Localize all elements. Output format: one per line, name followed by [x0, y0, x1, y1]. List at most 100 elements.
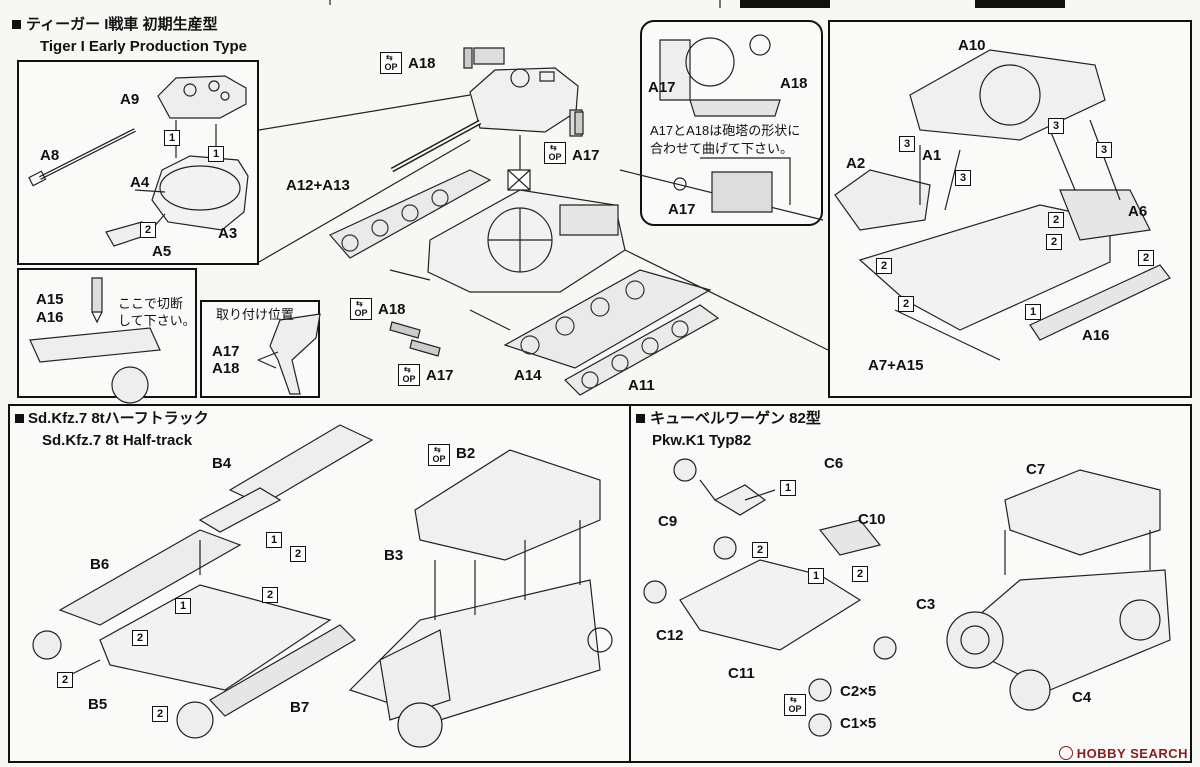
label-a10: A10 [958, 37, 986, 54]
cut-detail-drawing [30, 278, 160, 403]
halftrack-title-en: Sd.Kfz.7 8t Half-track [42, 432, 193, 449]
label-a16: A16 [36, 309, 64, 326]
step-2-marker: 2 [290, 546, 306, 562]
step-2-marker: 2 [152, 706, 168, 722]
step-3-marker: 3 [1096, 142, 1112, 158]
tiger-hull-drawing [330, 170, 718, 395]
step-3-marker: 3 [1048, 118, 1064, 134]
label-a18-rack: A18 [780, 75, 808, 92]
step-2-marker: 2 [898, 296, 914, 312]
label-a17-mount: A17 [212, 343, 240, 360]
step-2-marker: 2 [752, 542, 768, 558]
label-c12: C12 [656, 627, 684, 644]
label-a12-a13: A12+A13 [286, 177, 350, 194]
label-a17-right: A17 [572, 147, 600, 164]
step-1-marker: 1 [164, 130, 180, 146]
kubel-assembled-drawing [947, 470, 1170, 710]
rack-detail-drawing [660, 35, 790, 212]
label-a18-mount: A18 [212, 360, 240, 377]
tiger-title-ja: ティーガー I戦車 初期生産型 [26, 16, 218, 33]
step-1-marker: 1 [208, 146, 224, 162]
halftrack-assembled-drawing [350, 450, 612, 747]
section-marker-square [15, 414, 24, 423]
label-b2: B2 [456, 445, 476, 462]
section-marker-square [636, 414, 645, 423]
hobby-search-logo-icon [1058, 746, 1073, 760]
tiger-turret-drawing [392, 48, 582, 170]
step-3-marker: 3 [955, 170, 971, 186]
halftrack-title-ja: Sd.Kfz.7 8tハーフトラック [28, 410, 209, 427]
step-2-marker: 2 [132, 630, 148, 646]
step-2-marker: 2 [1048, 212, 1064, 228]
label-a1: A1 [922, 147, 942, 164]
label-b7: B7 [290, 699, 310, 716]
label-a8: A8 [40, 147, 60, 164]
halftrack-exploded-drawing [33, 425, 372, 738]
step-2-marker: 2 [876, 258, 892, 274]
label-a11: A11 [628, 377, 655, 394]
step-1-marker: 1 [780, 480, 796, 496]
label-c7: C7 [1026, 461, 1046, 478]
mount-position-note: 取り付け位置 [216, 307, 295, 322]
mount-detail-drawing [258, 314, 320, 394]
label-b5: B5 [88, 696, 108, 713]
label-a6: A6 [1128, 203, 1148, 220]
step-2-marker: 2 [140, 222, 156, 238]
label-a18-top: A18 [408, 55, 436, 72]
label-a17-lower: A17 [426, 367, 454, 384]
label-a5: A5 [152, 243, 172, 260]
label-b3: B3 [384, 547, 404, 564]
label-a17-rack: A17 [648, 79, 676, 96]
label-c2: C2×5 [840, 683, 877, 700]
bend-instruction-2: 合わせて曲げて下さい。 [650, 141, 794, 156]
step-2-marker: 2 [1046, 234, 1062, 250]
step-1-marker: 1 [266, 532, 282, 548]
turret-drawing [29, 76, 248, 246]
optional-part-icon: ⇆OP [544, 142, 566, 164]
cut-here-note-2: して下さい。 [118, 313, 196, 328]
label-c4: C4 [1072, 689, 1092, 706]
optional-part-icon: ⇆OP [350, 298, 372, 320]
label-c11: C11 [728, 665, 755, 682]
optional-part-icon: ⇆OP [428, 444, 450, 466]
label-b4: B4 [212, 455, 232, 472]
cut-here-note-1: ここで切断 [118, 296, 184, 311]
kubel-title-en: Pkw.K1 Typ82 [652, 432, 752, 449]
label-c1: C1×5 [840, 715, 877, 732]
label-a4: A4 [130, 174, 150, 191]
label-c6: C6 [824, 455, 844, 472]
step-2-marker: 2 [262, 587, 278, 603]
bend-instruction-1: A17とA18は砲塔の形状に [650, 123, 801, 138]
optional-part-icon: ⇆OP [398, 364, 420, 386]
step-2-marker: 2 [1138, 250, 1154, 266]
step-2-marker: 2 [852, 566, 868, 582]
track-links-drawing [390, 48, 583, 356]
step-1-marker: 1 [175, 598, 191, 614]
label-a7-a15: A7+A15 [868, 357, 924, 374]
hull-detail-drawing [835, 50, 1170, 360]
label-c3: C3 [916, 596, 936, 613]
step-1-marker: 1 [1025, 304, 1041, 320]
section-marker-square [12, 20, 21, 29]
label-c10: C10 [858, 511, 886, 528]
label-b6: B6 [90, 556, 110, 573]
kubel-title-ja: キューベルワーゲン 82型 [650, 410, 821, 427]
label-a18-lower: A18 [378, 301, 406, 318]
label-a14: A14 [514, 367, 542, 384]
label-a17-rack-bottom: A17 [668, 201, 696, 218]
label-c9: C9 [658, 513, 678, 530]
step-1-marker: 1 [808, 568, 824, 584]
hobby-search-watermark: HOBBY SEARCH [1058, 746, 1188, 761]
step-3-marker: 3 [899, 136, 915, 152]
tiger-title-en: Tiger I Early Production Type [40, 38, 247, 55]
label-a2: A2 [846, 155, 866, 172]
label-a9: A9 [120, 91, 140, 108]
track-wheels [342, 190, 688, 388]
label-a16-hull: A16 [1082, 327, 1110, 344]
label-a3: A3 [218, 225, 238, 242]
label-a15: A15 [36, 291, 64, 308]
optional-part-icon: ⇆OP [380, 52, 402, 74]
step-2-marker: 2 [57, 672, 73, 688]
optional-part-icon: ⇆OP [784, 694, 806, 716]
